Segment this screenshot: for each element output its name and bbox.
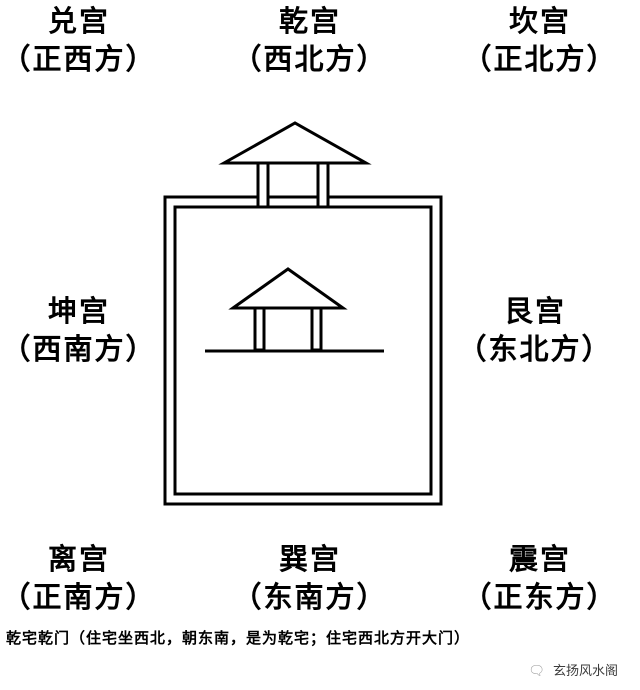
palace-dui-name: 兑宫 <box>47 4 110 38</box>
watermark-text: 玄扬风水阁 <box>552 664 618 679</box>
palace-zhen-direction: （正东方） <box>462 580 618 614</box>
palace-li-direction: （正南方） <box>1 580 157 614</box>
palace-kan: 坎宫 （正北方） <box>455 2 625 78</box>
pavilion-roof <box>228 267 348 310</box>
palace-kan-direction: （正北方） <box>462 42 618 76</box>
pavilion-pillar-left <box>253 306 266 352</box>
gate-pillar-left <box>256 161 270 209</box>
palace-xun: 巽宫 （东南方） <box>225 540 395 616</box>
palace-kan-name: 坎宫 <box>508 4 571 38</box>
palace-dui-direction: （正西方） <box>1 42 157 76</box>
gate-roof <box>218 121 372 165</box>
gate-pillar-right <box>316 161 330 209</box>
diagram-caption: 乾宅乾门（住宅坐西北，朝东南，是为乾宅；住宅西北方开大门） <box>6 629 471 647</box>
palace-zhen-name: 震宫 <box>508 542 571 576</box>
palace-li: 离宫 （正南方） <box>0 540 164 616</box>
watermark: 🗨 玄扬风水阁 <box>528 660 618 679</box>
palace-gen-direction: （东北方） <box>457 332 613 366</box>
palace-gen: 艮宫 （东北方） <box>450 292 620 368</box>
palace-qian-name: 乾宫 <box>278 4 341 38</box>
wechat-icon: 🗨 <box>528 664 545 679</box>
house-outer-wall <box>163 195 443 506</box>
palace-zhen: 震宫 （正东方） <box>455 540 625 616</box>
palace-dui: 兑宫 （正西方） <box>0 2 164 78</box>
palace-kun-name: 坤宫 <box>47 294 110 328</box>
palace-qian-direction: （西北方） <box>232 42 388 76</box>
palace-xun-name: 巽宫 <box>278 542 341 576</box>
palace-kun-direction: （西南方） <box>1 332 157 366</box>
palace-gen-name: 艮宫 <box>503 294 566 328</box>
pavilion-pillar-right <box>310 306 323 352</box>
palace-xun-direction: （东南方） <box>232 580 388 614</box>
house-inner-wall <box>173 205 433 496</box>
palace-qian: 乾宫 （西北方） <box>225 2 395 78</box>
palace-li-name: 离宫 <box>47 542 110 576</box>
palace-kun: 坤宫 （西南方） <box>0 292 164 368</box>
